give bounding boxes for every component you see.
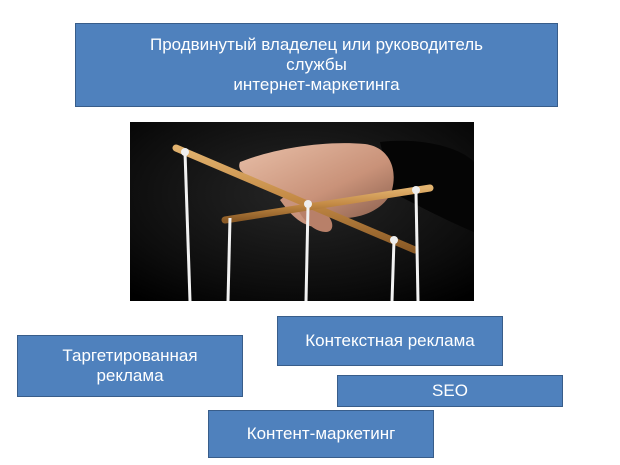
marionette-illustration (130, 122, 474, 302)
content-marketing-box: Контент-маркетинг (208, 410, 434, 458)
seo-label: SEO (432, 381, 468, 400)
puppeteer-hand-photo (130, 122, 474, 302)
string (226, 217, 232, 302)
string-knot (412, 186, 420, 194)
top-role-box: Продвинутый владелец или руководитель сл… (75, 23, 558, 107)
targeted-ads-line-1: Таргетированная (62, 346, 198, 365)
string (183, 151, 192, 302)
string (414, 191, 420, 302)
wooden-crossbar-horizontal (221, 184, 434, 224)
targeted-ads-box: Таргетированная реклама (17, 335, 243, 397)
string-knot (390, 236, 398, 244)
string-knot (181, 148, 189, 156)
content-marketing-label: Контент-маркетинг (246, 424, 396, 443)
string-knot (304, 200, 312, 208)
wooden-crossbar-diagonal (172, 144, 419, 254)
string (390, 239, 396, 302)
contextual-ads-label: Контекстная реклама (305, 331, 475, 350)
top-role-line-1: Продвинутый владелец или руководитель (149, 35, 484, 54)
string (304, 205, 310, 302)
contextual-ads-box: Контекстная реклама (277, 316, 503, 366)
seo-box: SEO (337, 375, 563, 407)
top-role-line-2: службы (286, 55, 347, 74)
top-role-line-3: интернет-маркетинга (233, 75, 400, 94)
targeted-ads-line-2: реклама (96, 366, 164, 385)
